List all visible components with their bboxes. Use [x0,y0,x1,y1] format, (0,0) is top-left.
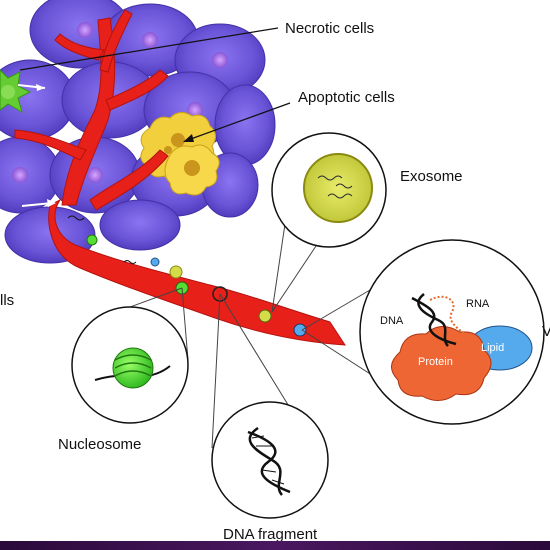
label-dna-fragment: DNA fragment [223,526,318,543]
nucleosome-inset [71,306,189,424]
label-right-cut: V [542,323,550,340]
label-inset-lipid: Lipid [481,342,505,354]
vesicle-inset [359,239,545,425]
label-left-cut: lls [0,292,15,309]
label-inset-protein: Protein [418,356,453,368]
label-necrotic-cells: Necrotic cells [285,20,375,37]
dna-fragment-inset [211,401,329,519]
necrotic-cell [0,69,32,114]
tumor-cell-cluster [0,0,276,264]
blood-vessel [14,9,346,346]
label-inset-rna: RNA [466,298,490,310]
bottom-strip [0,541,550,550]
label-apoptotic-cells: Apoptotic cells [298,89,395,106]
label-inset-dna: DNA [380,315,404,327]
exosome-inset [271,132,387,248]
label-nucleosome: Nucleosome [58,436,142,453]
label-exosome: Exosome [400,168,463,185]
